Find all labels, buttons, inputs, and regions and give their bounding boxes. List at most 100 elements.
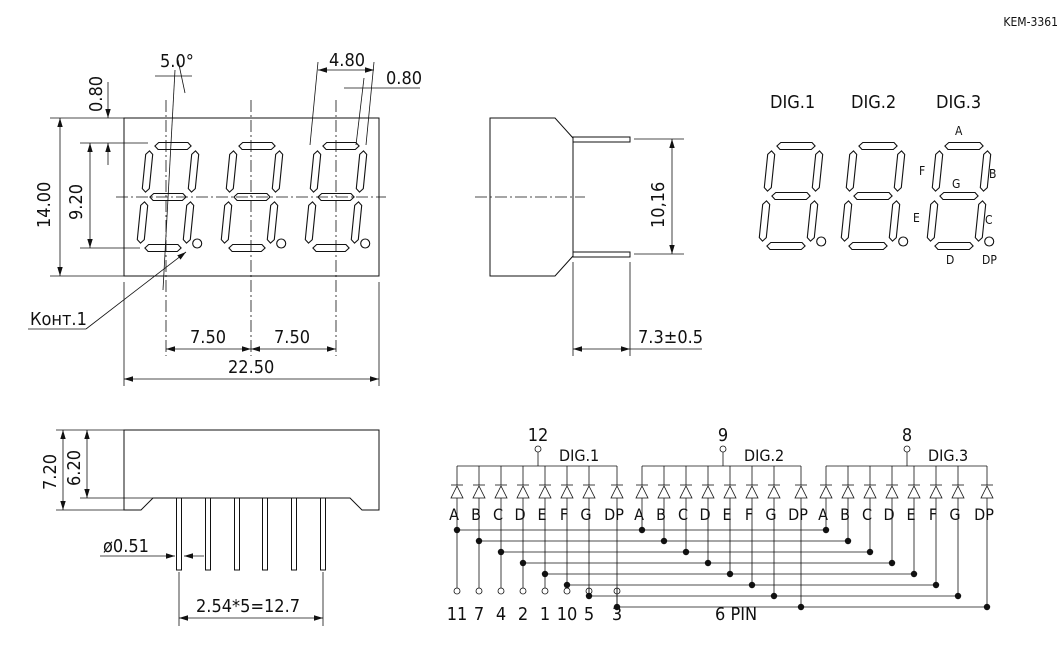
segment-pin-label: 7 (474, 604, 484, 625)
digit-width-label: 4.80 (329, 50, 365, 71)
seg-a (944, 141, 984, 151)
diode-symbol (679, 485, 693, 499)
diode-symbol (863, 485, 877, 499)
diode-symbol (951, 485, 965, 499)
seg-c (974, 200, 987, 242)
segment-label: D (883, 505, 894, 524)
seg-e (220, 201, 233, 244)
seg-g (853, 191, 893, 201)
pin1-label: Конт.1 (30, 309, 87, 330)
diode-symbol (635, 485, 649, 499)
front-view: 5.0° 4.80 0.80 14.00 9.20 0.80 Конт.1 7.… (28, 50, 422, 386)
common-digit-label: DIG.1 (559, 446, 599, 465)
seg-e (926, 200, 939, 242)
diode-symbol (929, 485, 943, 499)
side-lead-bottom (572, 251, 631, 258)
seg-d (766, 241, 806, 251)
display-digit-2 (840, 141, 909, 251)
seg-c (806, 200, 819, 242)
segment-pin-label: 2 (518, 604, 528, 625)
segment-pin-terminal (613, 587, 621, 595)
seg-label-b: B (989, 167, 996, 181)
segment-label: F (929, 505, 937, 524)
bottom-pins (176, 497, 326, 571)
seg-a (154, 141, 192, 151)
bottom-pin-4 (262, 497, 268, 571)
diode-symbol (767, 485, 781, 499)
seg-a (322, 141, 360, 151)
seg-g (317, 192, 355, 202)
seg-a (776, 141, 816, 151)
digit-label-1: DIG.1 (770, 92, 815, 113)
width-label: 22.50 (228, 357, 274, 378)
pin1-leader-diag (85, 251, 187, 330)
lead-length-label: 7.3±0.5 (638, 327, 703, 348)
bottom-body-outline (123, 429, 380, 511)
body-height-label: 6.20 (64, 450, 85, 486)
seg-label-dp: DP (982, 253, 997, 267)
segment-pin-label: 11 (447, 604, 468, 625)
segment-pin-terminal (585, 587, 593, 595)
bottom-pin-6 (320, 497, 326, 571)
common-pin-terminal (903, 445, 911, 453)
seg-e (758, 200, 771, 242)
pitch-label-2: 7.50 (274, 327, 310, 348)
pitch-label-1: 7.50 (190, 327, 226, 348)
seg-f (763, 150, 776, 192)
segment-pin-label: 3 (612, 604, 622, 625)
seg-c (182, 201, 195, 244)
segment-pin-terminal (541, 587, 549, 595)
seg-e (304, 201, 317, 244)
diode-symbol (980, 485, 994, 499)
side-lead-top (572, 136, 631, 143)
seg-e (840, 200, 853, 242)
seg-label-f: F (919, 164, 925, 178)
digit-width-ext-left (309, 61, 319, 146)
lead-span-label: 10,16 (648, 182, 669, 228)
common-digit-label: DIG.2 (744, 446, 784, 465)
digit-height-label: 9.20 (66, 184, 87, 220)
seg-a (858, 141, 898, 151)
front-digits (136, 141, 371, 253)
segment-label: A (818, 505, 828, 524)
segment-pin-label: 1 (540, 604, 550, 625)
seg-label-c: C (985, 213, 993, 227)
angle-label: 5.0° (160, 51, 194, 72)
seg-d (228, 243, 266, 253)
segment-label: G (949, 505, 960, 524)
seg-f (141, 150, 154, 193)
segment-width-ext (355, 77, 365, 146)
diode-symbol (794, 485, 808, 499)
diode-symbol (657, 485, 671, 499)
diode-symbol (841, 485, 855, 499)
seg-g (233, 192, 271, 202)
diode-symbol (582, 485, 596, 499)
segment-label: G (580, 505, 591, 524)
seg-f (309, 150, 322, 193)
segment-width-label: 0.80 (386, 68, 422, 89)
seg-dp (276, 238, 287, 249)
seg-b (811, 150, 824, 192)
common-digit-label: DIG.3 (928, 446, 968, 465)
display-digit-3 (926, 141, 995, 251)
segment-label: D (699, 505, 710, 524)
segment-label: D (514, 505, 525, 524)
seg-label-a: A (955, 124, 963, 138)
segment-label: DP (788, 505, 808, 524)
diode-symbol (907, 485, 921, 499)
display-digit-1 (758, 141, 827, 251)
seg-d (934, 241, 974, 251)
seg-label-d: D (946, 253, 954, 267)
seg-dp (984, 236, 995, 247)
seg-g (771, 191, 811, 201)
bottom-view: 7.20 6.20 ø0.51 2.54*5=12.7 (40, 429, 380, 626)
label-digits (758, 141, 995, 251)
segment-pin-label: 5 (584, 604, 594, 625)
segment-label: G (765, 505, 776, 524)
angle-ext-right (177, 59, 186, 94)
digit-label-2: DIG.2 (851, 92, 896, 113)
